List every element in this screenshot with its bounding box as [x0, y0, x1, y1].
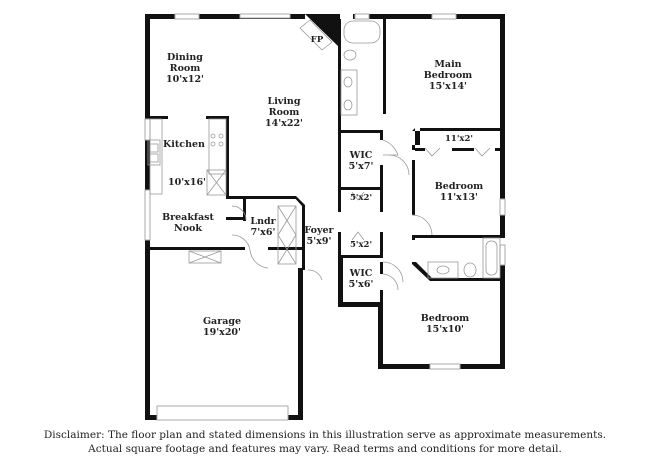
- room-dimensions: 19'x20': [203, 327, 241, 338]
- room-label-breakfast-nook: Breakfast Nook: [162, 212, 214, 234]
- room-label-closet-upper: 5'x2': [350, 193, 372, 204]
- room-dimensions: 15'x14': [429, 81, 467, 92]
- room-name: Room: [268, 107, 300, 118]
- fireplace-text: FP: [310, 35, 324, 45]
- room-name: Breakfast: [162, 212, 214, 223]
- room-label-bedroom-2: Bedroom 11'x13': [435, 181, 483, 203]
- room-name: Foyer: [304, 225, 334, 236]
- room-label-living-room: Living Room 14'x22': [265, 96, 303, 129]
- room-dimensions: 10'x16': [168, 177, 206, 188]
- room-label-main-bedroom: Main Bedroom 15'x14': [424, 59, 472, 92]
- room-label-foyer: Foyer 5'x9': [304, 225, 333, 247]
- room-name: Bedroom: [434, 181, 484, 192]
- room-label-garage: Garage 19'x20': [203, 316, 241, 338]
- room-label-wic-upper: WIC 5'x7': [349, 150, 374, 172]
- room-label-laundry: Lndr 7'x6': [250, 216, 275, 238]
- room-name: Room: [169, 63, 201, 74]
- interior-walls: [145, 19, 505, 305]
- room-label-closet-lower: 5'x2': [350, 240, 372, 251]
- room-dimensions: 5'x7': [348, 161, 374, 172]
- room-name: Lndr: [250, 216, 276, 227]
- room-dimensions: 5'x2': [349, 240, 373, 250]
- room-label-bedroom-3: Bedroom 15'x10': [421, 313, 469, 335]
- fireplace-label: FP: [311, 35, 323, 46]
- room-dimensions: 5'x2': [349, 193, 373, 203]
- room-dimensions: 14'x22': [265, 118, 303, 129]
- room-dimensions: 11'x2': [444, 134, 474, 144]
- windows: [144, 13, 506, 421]
- room-label-wic-lower: WIC 5'x6': [349, 268, 374, 290]
- room-name: Bedroom: [420, 313, 470, 324]
- room-label-bedroom-2-closet: 11'x2': [445, 134, 473, 145]
- room-label-dining-room: Dining Room 10'x12': [166, 52, 204, 85]
- disclaimer: Disclaimer: The floor plan and stated di…: [0, 428, 650, 456]
- room-name: Nook: [174, 223, 202, 234]
- exterior-walls: [145, 14, 505, 420]
- disclaimer-line-2: Actual square footage and features may v…: [88, 443, 562, 455]
- room-name: Garage: [202, 316, 242, 327]
- room-dims-kitchen: 10'x16': [168, 177, 206, 188]
- room-name: Bedroom: [423, 70, 473, 81]
- room-label-kitchen: Kitchen: [163, 139, 205, 150]
- room-name: Living: [267, 96, 301, 107]
- room-name: WIC: [349, 268, 373, 279]
- room-dimensions: 5'x6': [348, 279, 374, 290]
- room-dimensions: 15'x10': [426, 324, 464, 335]
- room-name: Dining: [167, 52, 203, 63]
- room-dimensions: 11'x13': [440, 192, 478, 203]
- room-name: Main: [434, 59, 462, 70]
- room-name: WIC: [349, 150, 373, 161]
- fixtures: [147, 19, 501, 291]
- room-dimensions: 10'x12': [166, 74, 204, 85]
- disclaimer-line-1: Disclaimer: The floor plan and stated di…: [43, 429, 607, 441]
- room-dimensions: 5'x9': [306, 236, 332, 247]
- room-name: Kitchen: [163, 139, 205, 150]
- room-dimensions: 7'x6': [250, 227, 276, 238]
